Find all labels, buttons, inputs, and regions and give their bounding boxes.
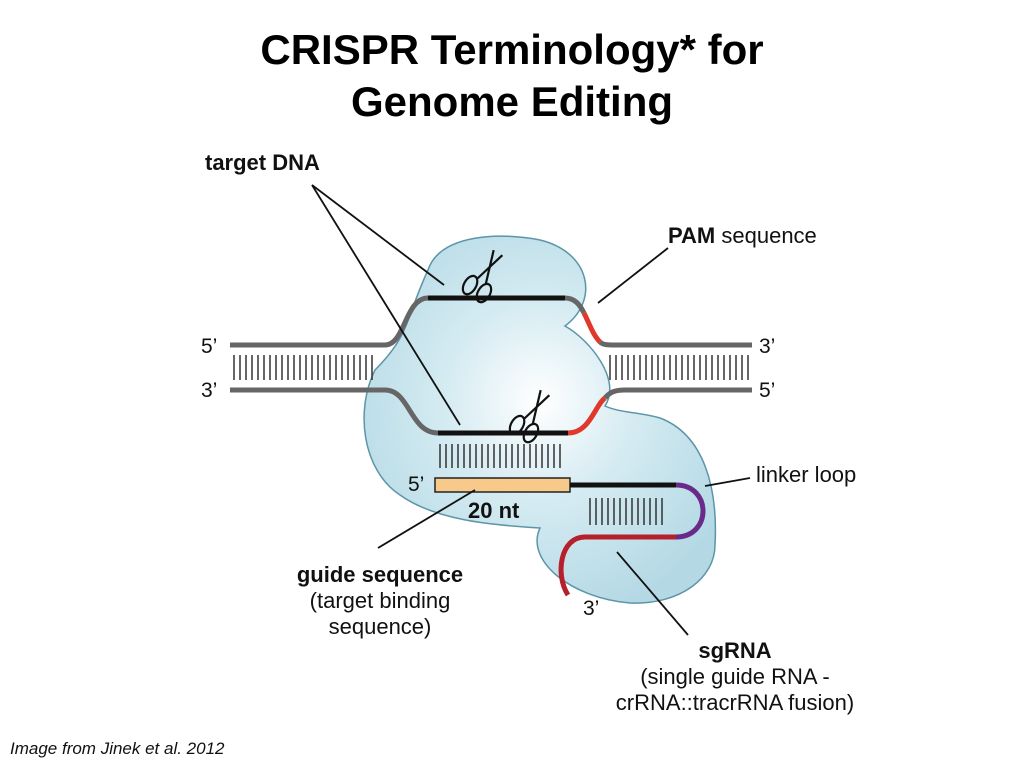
strand-end-left-bottom: 3’: [201, 379, 218, 402]
guide-sequence-title: guide sequence: [296, 562, 464, 587]
title-line-1: CRISPR Terminology* for: [260, 26, 764, 73]
pam-segment-bottom: [567, 395, 607, 436]
guide-sequence-sub-1: (target binding: [309, 588, 451, 613]
target-dna-pointer-bottom: [311, 184, 461, 426]
strand-end-right-bottom: 5’: [759, 379, 776, 402]
pam-label: PAM sequence: [668, 223, 817, 249]
slide-title: CRISPR Terminology* for Genome Editing: [0, 24, 1024, 128]
image-credit: Image from Jinek et al. 2012: [10, 739, 225, 758]
linker-loop-label: linker loop: [756, 462, 857, 487]
pam-label-rest: sequence: [715, 223, 817, 248]
dna-base-pairs-right: [609, 355, 749, 380]
guide-sequence-box: [434, 477, 571, 493]
sgrna-tracr-tail: [558, 534, 676, 597]
bottom-dna-right-strand: [603, 387, 752, 400]
top-dna-gray-connector: [564, 295, 587, 315]
guide-dna-pairing-ticks: [439, 444, 561, 468]
target-dna-pointer-top: [311, 184, 445, 286]
title-line-2: Genome Editing: [350, 78, 673, 125]
pam-segment-top: [581, 311, 602, 344]
guide-sequence-sub-2: sequence): [328, 614, 432, 639]
guide-pointer: [377, 489, 476, 549]
linker-loop-segment: [675, 482, 706, 540]
top-dna-strand: [230, 295, 429, 348]
scissors-icon: [461, 249, 504, 304]
guide-5-prime-label: 5’: [408, 473, 425, 496]
sgrna-label: sgRNA (single guide RNA - crRNA::tracrRN…: [590, 638, 880, 716]
strand-end-left-top: 5’: [201, 335, 218, 358]
sgrna-title: sgRNA: [698, 638, 772, 663]
bottom-dna-strand: [230, 387, 439, 436]
top-dna-right-strand: [598, 340, 752, 348]
linker-loop-pointer: [704, 477, 751, 487]
sgrna-pointer: [616, 551, 689, 636]
scissors-icon: [508, 389, 551, 444]
sgrna-sub-1: (single guide RNA -: [640, 664, 830, 689]
20-nt-label: 20 nt: [468, 498, 520, 523]
dna-base-pairs-left: [233, 355, 373, 380]
sgrna-stem-pairing-ticks: [589, 498, 663, 525]
target-dna-label: target DNA: [205, 150, 320, 175]
rna-3-prime-label: 3’: [583, 597, 600, 620]
sgrna-sub-2: crRNA::tracrRNA fusion): [615, 690, 855, 715]
guide-sequence-label: guide sequence (target binding sequence): [280, 562, 480, 640]
pam-pointer: [597, 247, 669, 304]
cas9-protein: [363, 235, 717, 604]
strand-end-right-top: 3’: [759, 335, 776, 358]
pam-label-bold: PAM: [668, 223, 716, 248]
